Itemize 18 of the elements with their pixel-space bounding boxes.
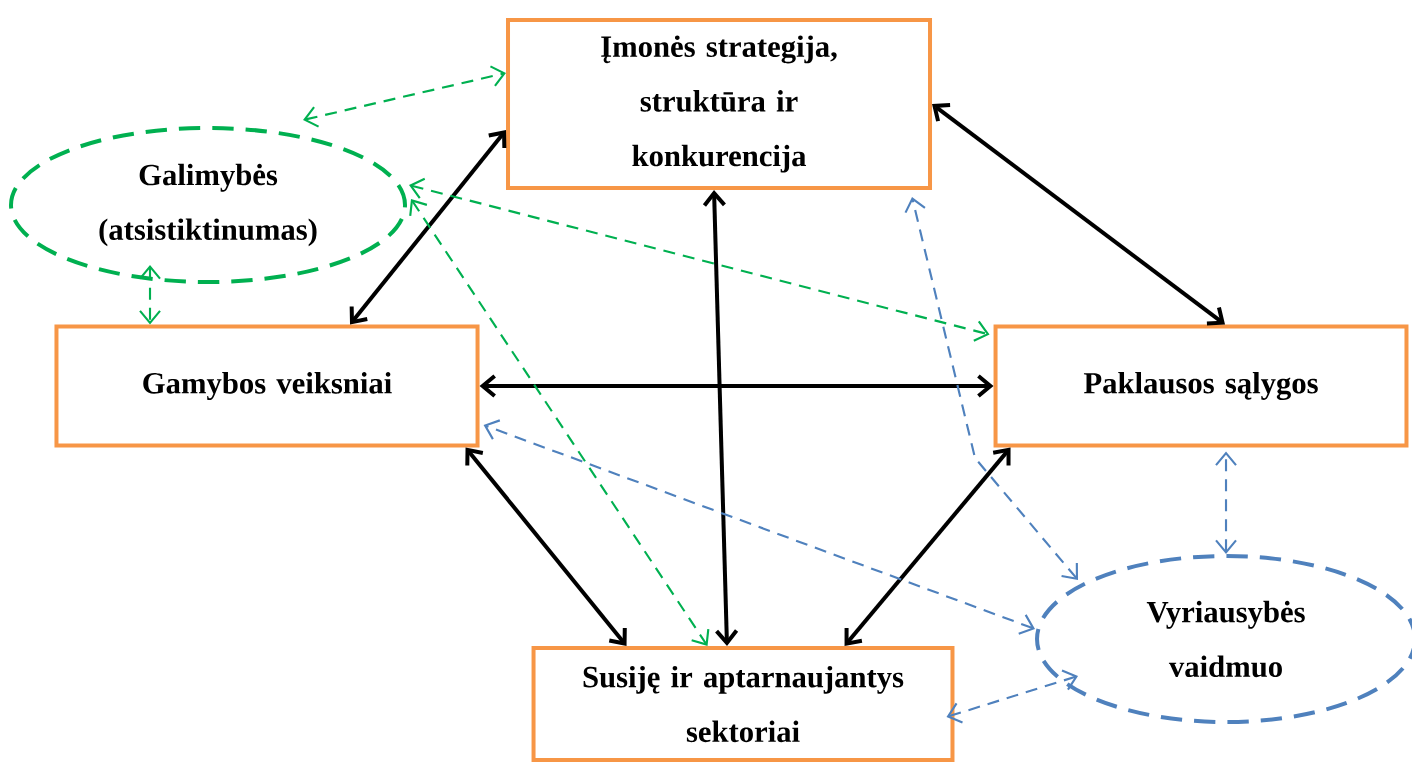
factor-box: Paklausos sąlygos <box>993 324 1409 448</box>
arrow <box>946 669 1078 724</box>
arrow <box>479 374 994 398</box>
arrow <box>483 419 1035 635</box>
arrow <box>139 265 161 325</box>
arrow <box>844 447 1011 646</box>
arrow <box>465 447 627 646</box>
arrow <box>904 197 1078 580</box>
arrow <box>1215 451 1237 554</box>
arrow <box>349 130 507 325</box>
arrow <box>303 65 506 128</box>
arrow <box>409 199 710 646</box>
factor-box: Gamybos veiksniai <box>54 324 480 448</box>
arrow <box>932 103 1225 326</box>
arrow <box>702 190 739 646</box>
arrow <box>409 177 990 342</box>
factor-box: Įmonės strategija, struktūra ir konkurencija <box>506 18 932 190</box>
factor-box: Susiję ir aptarnaujantys sektoriai <box>531 646 955 762</box>
